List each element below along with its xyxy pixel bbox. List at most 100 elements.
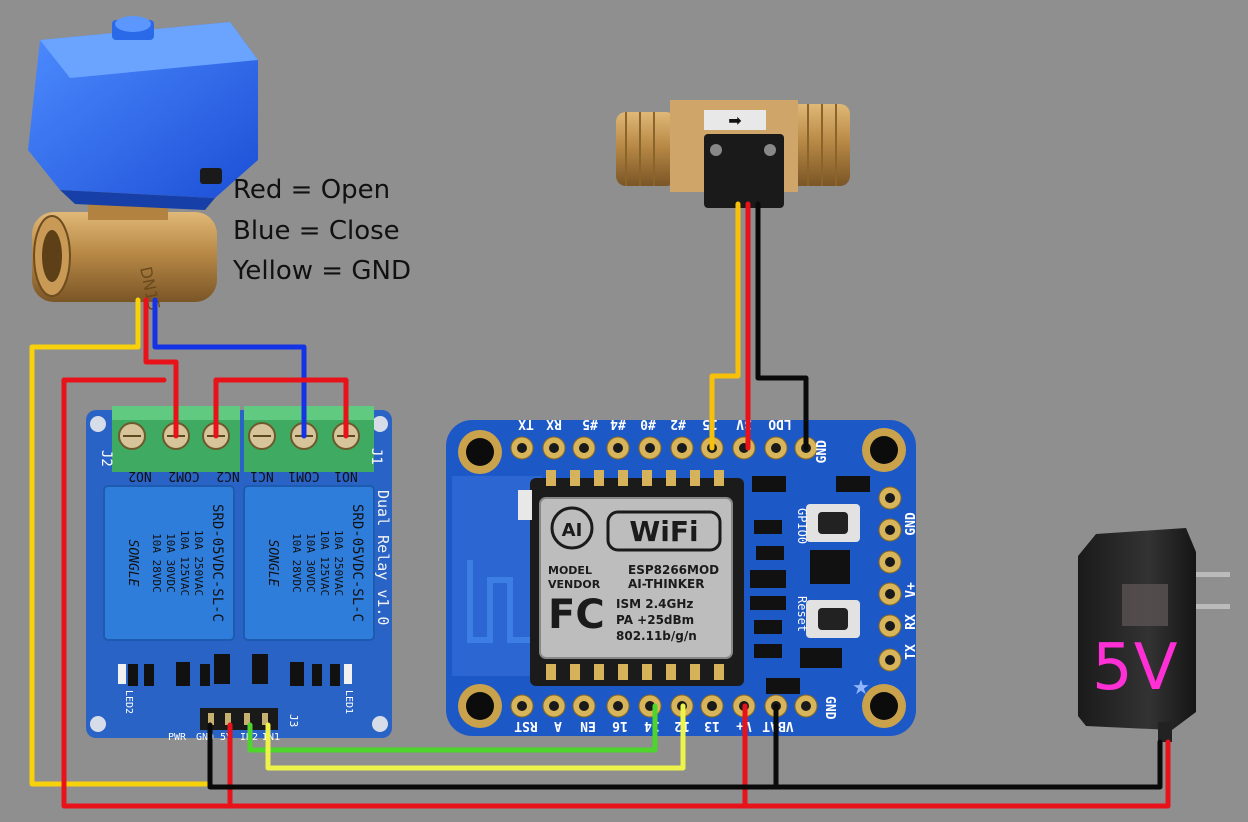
relay2-rating-3: 10A 30VDC xyxy=(164,533,177,593)
right-pin-pad-3-hole xyxy=(885,589,895,599)
pin-label-ldo: LDO xyxy=(768,416,792,431)
relay2-model: SRD-05VDC-SL-C xyxy=(209,504,225,622)
relay-board-title: Dual Relay v1.0 xyxy=(374,490,392,625)
pin-label-en: EN xyxy=(580,718,596,733)
module-model: ESP8266MOD xyxy=(628,563,719,577)
relay1-brand: SONGLE xyxy=(265,540,280,587)
fcc-logo: FC xyxy=(548,592,605,638)
wire-red-5v-rail xyxy=(61,377,1171,809)
star-icon: ★ xyxy=(852,675,870,699)
module-protocol: 802.11b/g/n xyxy=(616,629,697,643)
terminal-label-no1: NO1 xyxy=(334,468,357,483)
pin-label-rx: RX xyxy=(546,416,562,431)
relay2-rating-4: 10A 28VDC xyxy=(150,533,163,593)
wire-black-flow-gnd xyxy=(755,201,809,451)
j1-label: J1 xyxy=(368,448,384,465)
top-pin-pad-3-hole xyxy=(613,443,623,453)
pin-label-right-vplus: V+ xyxy=(904,582,919,598)
pin-label-right-gnd: GND xyxy=(904,512,919,536)
pin-label-16: 16 xyxy=(612,718,628,733)
relay1-rating-1: 10A 250VAC xyxy=(332,530,345,596)
flow-arrow-icon: ➡ xyxy=(728,111,741,130)
top-pin-pad-1-hole xyxy=(549,443,559,453)
wire-lightyellow-in2 xyxy=(265,703,686,771)
module-ism: ISM 2.4GHz xyxy=(616,597,693,611)
relay1-rating-2: 10A 125VAC xyxy=(318,530,331,596)
relay2-brand: SONGLE xyxy=(125,540,140,587)
wire-red-relay-common xyxy=(213,377,349,439)
pin-label-a: A xyxy=(554,718,562,733)
top-pin-pad-4-hole xyxy=(645,443,655,453)
led1-label: LED1 xyxy=(343,690,354,714)
wire-blue-valve-close xyxy=(152,297,307,439)
terminal-label-com1: COM1 xyxy=(288,468,319,483)
pin-label-right-rx: RX xyxy=(904,614,919,630)
led2-label: LED2 xyxy=(123,690,134,714)
top-pin-pad-5-hole xyxy=(677,443,687,453)
module-vendor-label: VENDOR xyxy=(548,578,601,591)
header-pin-5v: 5V xyxy=(220,732,232,743)
terminal-label-nc2: NC2 xyxy=(216,468,239,483)
flow-sensor: ➡ xyxy=(616,100,850,208)
reset-button-label: Reset xyxy=(795,596,809,632)
relay1-model: SRD-05VDC-SL-C xyxy=(349,504,365,622)
wire-black-gnd-rail xyxy=(207,722,1163,790)
right-pin-pad-4-hole xyxy=(885,621,895,631)
voltage-label: 5V xyxy=(1092,631,1179,705)
wire-yellow-valve-gnd xyxy=(29,297,211,787)
pin-label-0: #0 xyxy=(640,416,656,431)
dual-relay-board: NC2 COM2 NO2 NO1 COM1 NC1 J2 J1 SRD-05VD… xyxy=(86,406,392,743)
relay2-rating-1: 10A 250VAC xyxy=(192,530,205,596)
bottom-pin-row xyxy=(510,694,818,718)
bottom-pin-pad-2-hole xyxy=(579,701,589,711)
wire-green-in1 xyxy=(247,703,658,753)
terminal-label-no2: NO2 xyxy=(128,468,151,483)
j3-label: J3 xyxy=(287,714,300,727)
pin-label-right-tx: TX xyxy=(904,644,919,660)
pin-label-13: 13 xyxy=(704,718,720,733)
pin-label-top-gnd: GND xyxy=(815,440,830,464)
legend-red: Red = Open xyxy=(233,175,391,205)
right-pin-pad-2-hole xyxy=(885,557,895,567)
relay1-rating-4: 10A 28VDC xyxy=(290,533,303,593)
module-pa: PA +25dBm xyxy=(616,613,694,627)
wire-red-valve-open xyxy=(143,297,179,439)
top-pin-pad-2-hole xyxy=(579,443,589,453)
pin-label-bottom-gnd: GND xyxy=(822,696,837,720)
j2-label: J2 xyxy=(98,450,114,467)
relay1-rating-3: 10A 30VDC xyxy=(304,533,317,593)
header-pin-in1: IN1 xyxy=(262,732,280,743)
terminal-label-com2: COM2 xyxy=(168,468,199,483)
wires xyxy=(29,201,1171,809)
module-model-label: MODEL xyxy=(548,564,592,577)
gpio0-button-label: GPIO0 xyxy=(795,508,809,544)
right-pin-pad-0-hole xyxy=(885,493,895,503)
pin-label-4: #4 xyxy=(610,416,626,431)
module-vendor: AI-THINKER xyxy=(628,577,704,591)
pin-label-5: #5 xyxy=(582,416,598,431)
pwr-label: PWR xyxy=(168,732,187,743)
terminal-label-nc1: NC1 xyxy=(250,468,273,483)
right-pin-row xyxy=(878,486,902,672)
wifi-logo: WiFi xyxy=(629,515,698,548)
bottom-pin-pad-9-hole xyxy=(801,701,811,711)
legend-yellow: Yellow = GND xyxy=(233,256,411,286)
bottom-pin-pad-3-hole xyxy=(613,701,623,711)
bottom-pin-pad-1-hole xyxy=(549,701,559,711)
wire-color-legend: Red = Open Blue = Close Yellow = GND xyxy=(233,170,411,292)
header-pin-gnd: GND xyxy=(196,732,214,743)
motorized-valve: DN15 xyxy=(28,16,258,313)
relay2-rating-2: 10A 125VAC xyxy=(178,530,191,596)
legend-blue: Blue = Close xyxy=(233,215,400,246)
top-pin-pad-0-hole xyxy=(517,443,527,453)
bottom-pin-pad-0-hole xyxy=(517,701,527,711)
esp8266-board: AI WiFi MODEL VENDOR ESP8266MOD AI-THINK… xyxy=(446,416,919,736)
wire-yellow-flow-signal xyxy=(709,201,741,451)
pin-label-2: #2 xyxy=(670,416,686,431)
right-pin-pad-5-hole xyxy=(885,655,895,665)
bottom-pin-pad-6-hole xyxy=(707,701,717,711)
pin-label-tx: TX xyxy=(518,416,534,431)
right-pin-pad-1-hole xyxy=(885,525,895,535)
